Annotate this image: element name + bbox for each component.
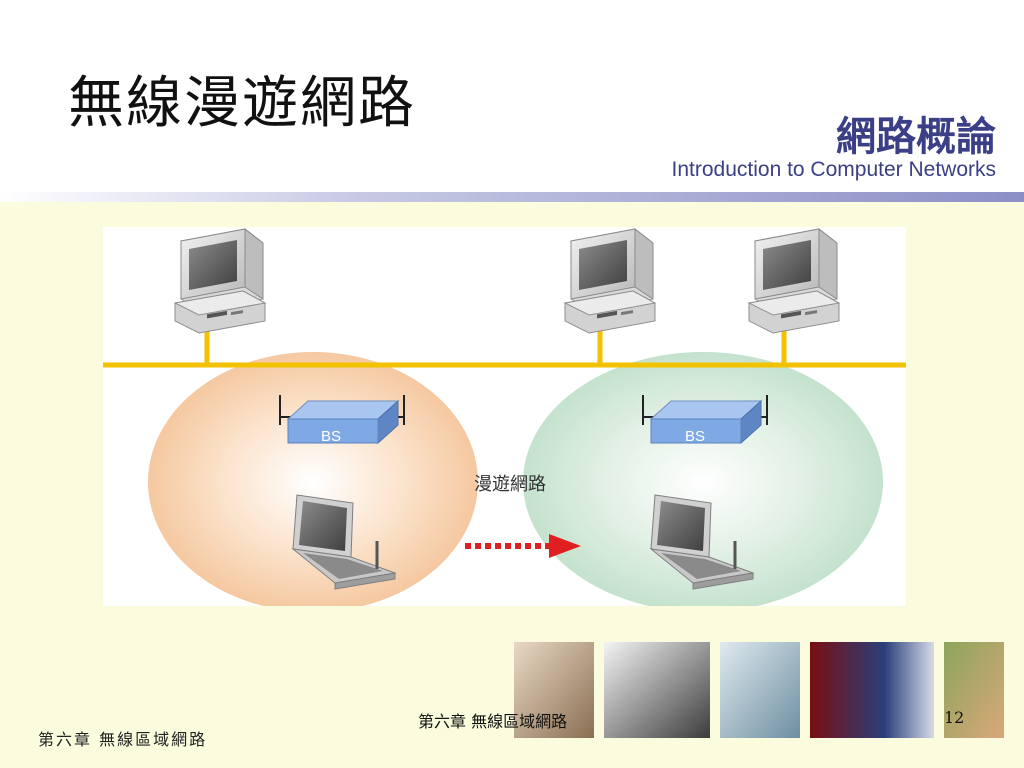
roaming-arrow-icon — [465, 534, 581, 558]
photo-tile — [720, 642, 800, 738]
roaming-label: 漫遊網路 — [474, 474, 546, 495]
header-divider — [0, 192, 1024, 202]
footer-chapter: 第六章 無線區域網路 — [38, 730, 208, 749]
roaming-network-diagram: BS BS — [103, 227, 906, 606]
slide-title: 無線漫遊網路 — [68, 71, 416, 136]
bs-label-right: BS — [685, 428, 705, 445]
brand-logo-english: Introduction to Computer Networks — [671, 158, 996, 181]
decorative-photo-strip — [514, 642, 1004, 738]
bs-label-left: BS — [321, 428, 341, 445]
photo-tile — [604, 642, 710, 738]
photo-tile — [810, 642, 934, 738]
coverage-cell-left — [148, 352, 478, 606]
coverage-cell-right — [523, 352, 883, 606]
desktop-computer-icon — [564, 228, 656, 334]
desktop-computer-icon — [174, 228, 266, 334]
footer-center-title: 第六章 無線區域網路 — [418, 712, 568, 731]
photo-tile — [514, 642, 594, 738]
brand-logo-chinese: 網路概論 — [836, 114, 996, 160]
desktop-computer-icon — [748, 228, 840, 334]
photo-tile — [944, 642, 1004, 738]
page-number: 12 — [944, 708, 965, 727]
